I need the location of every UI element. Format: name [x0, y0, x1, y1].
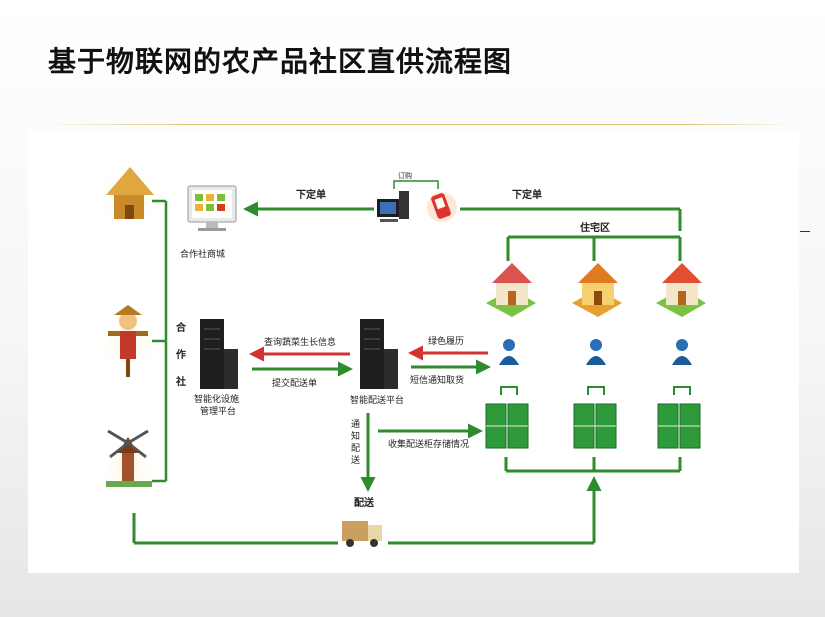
collect-status-label: 收集配送柜存储情况 [388, 438, 469, 450]
delivery-server-icon [360, 319, 398, 389]
query-info-label: 查询蔬菜生长信息 [264, 336, 336, 348]
resident-locker-connectors [500, 386, 691, 395]
order-label-right: 下定单 [512, 188, 542, 201]
order-small-bracket [393, 180, 439, 189]
cooperative-bracket [152, 199, 168, 483]
submit-order-label: 提交配送单 [272, 377, 317, 389]
flowchart-diagram: 合 作 社 合作社商城 下定单 订购 下定单 住宅区 [96, 162, 706, 547]
locker-icon-3 [657, 403, 701, 449]
notify-delivery-label-3: 配 [351, 443, 360, 454]
sms-pickup-label: 短信通知取货 [410, 374, 464, 386]
phone-icon [427, 192, 457, 222]
delivery-platform-label: 智能配送平台 [350, 394, 404, 406]
farm-hut-image [96, 162, 164, 230]
green-history-label: 绿色履历 [428, 335, 464, 347]
house-icon-2 [572, 263, 622, 317]
residential-label: 住宅区 [580, 221, 610, 234]
delivery-truck-icon [342, 521, 382, 547]
coop-label-3: 社 [175, 375, 186, 388]
house-icon-3 [656, 263, 706, 317]
facility-server-icon [200, 319, 238, 389]
coop-label-1: 合 [175, 321, 187, 334]
resident-icon-2 [586, 339, 606, 365]
notify-delivery-label-2: 知 [351, 430, 360, 442]
notify-delivery-label-4: 送 [351, 454, 360, 466]
delivery-label: 配送 [354, 496, 375, 509]
house-icon-1 [486, 263, 536, 317]
scarecrow-image [96, 305, 160, 377]
resident-icon-1 [499, 339, 519, 365]
order-small-label: 订购 [398, 171, 412, 180]
residential-bracket [506, 235, 682, 261]
order-label-left: 下定单 [296, 188, 326, 201]
flowchart-panel: 合 作 社 合作社商城 下定单 订购 下定单 住宅区 [28, 131, 799, 573]
windmill-image [96, 429, 160, 498]
coop-mall-monitor-icon [187, 185, 237, 231]
title-divider [38, 124, 798, 125]
computer-icon [377, 191, 409, 222]
locker-icon-1 [485, 403, 529, 449]
delivery-loop-lines [132, 476, 602, 545]
locker-bottom-bracket [504, 457, 682, 473]
resident-icon-3 [672, 339, 692, 365]
coop-mall-label: 合作社商城 [180, 248, 225, 260]
facility-platform-label-1: 智能化设施 [194, 393, 239, 405]
coop-label-2: 作 [176, 348, 186, 361]
locker-icon-2 [573, 403, 617, 449]
page-title: 基于物联网的农产品社区直供流程图 [48, 45, 513, 78]
facility-platform-label-2: 管理平台 [200, 405, 236, 417]
side-tick-mark [800, 231, 810, 232]
notify-delivery-label-1: 通 [351, 419, 360, 430]
